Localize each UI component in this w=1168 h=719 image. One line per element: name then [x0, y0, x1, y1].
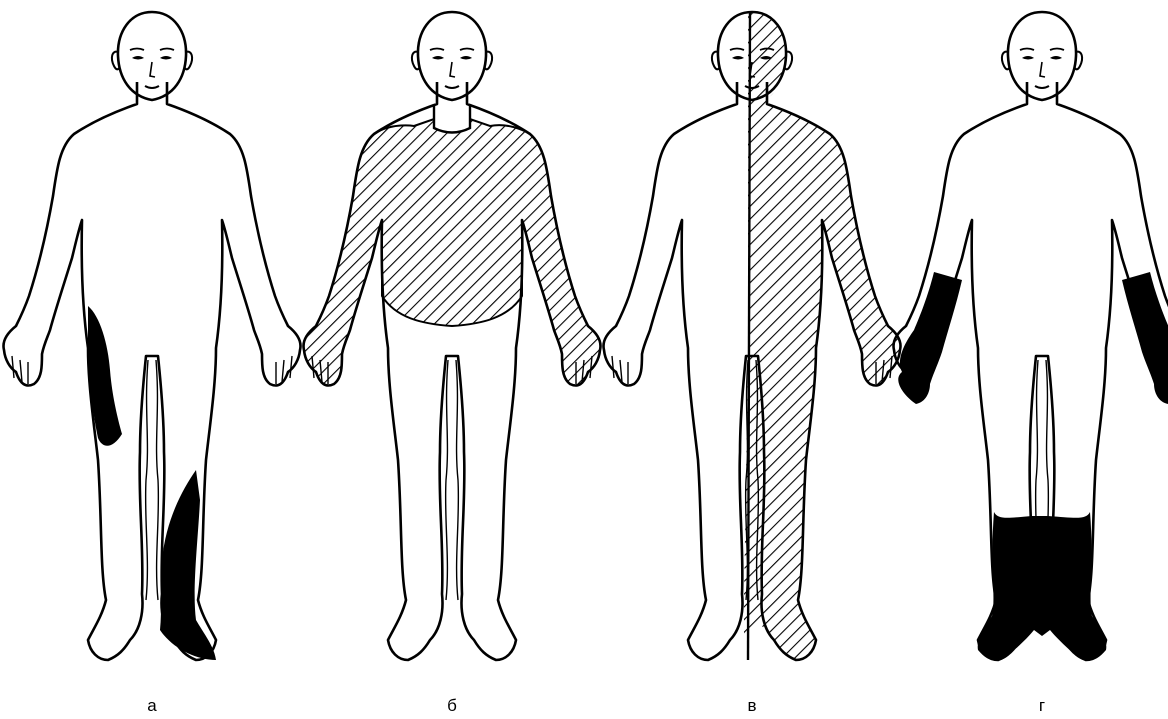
figure-a: [4, 12, 301, 660]
hatched-zone-left-half: [744, 12, 901, 660]
caption-figure-b: б: [432, 696, 472, 716]
figure-b: [304, 12, 601, 660]
solid-zone-lower-legs-feet: [978, 512, 1107, 661]
caption-figure-d: г: [1022, 696, 1062, 716]
hatched-zone-upper-body: [304, 118, 601, 386]
figure-c: [604, 12, 901, 660]
caption-figure-c: в: [732, 696, 772, 716]
figure-d: [894, 12, 1168, 661]
caption-figure-a: а: [132, 696, 172, 716]
